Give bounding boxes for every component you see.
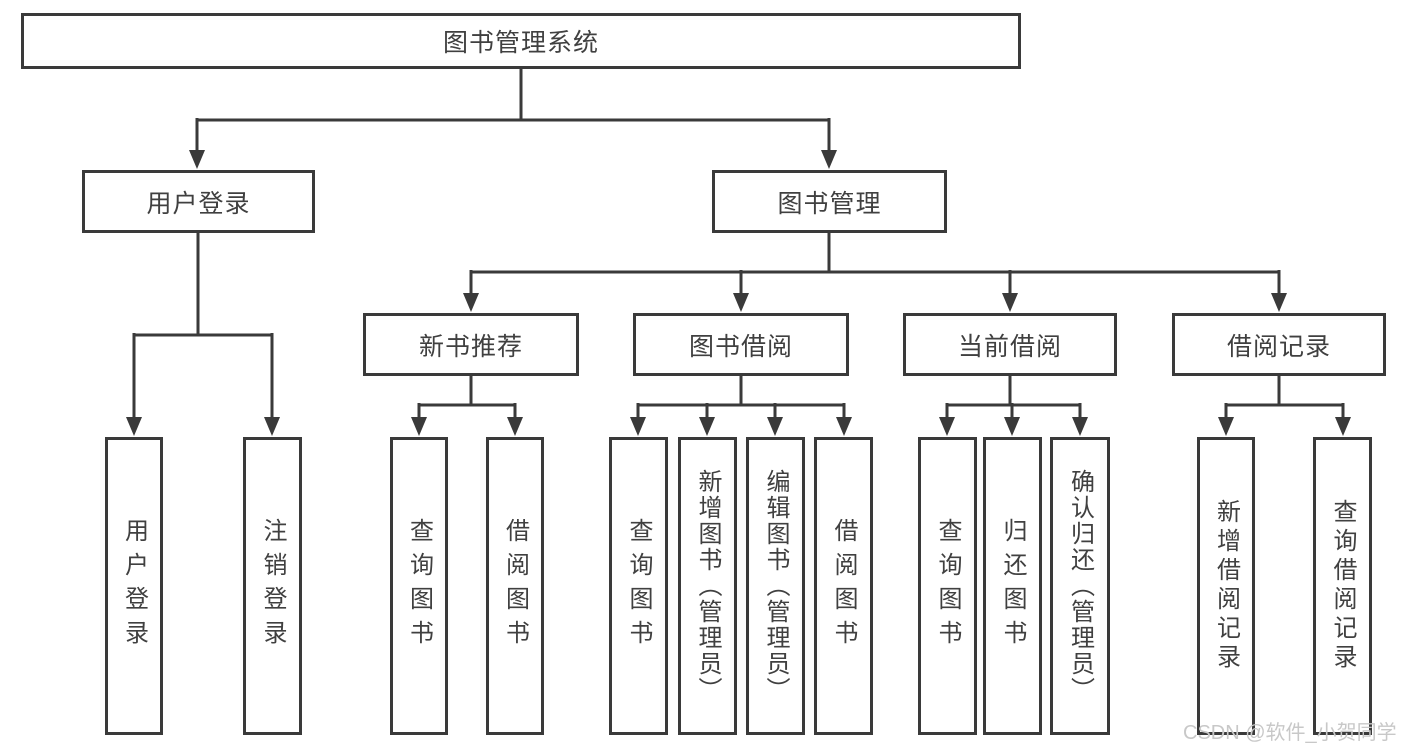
node-label: 新增图书（管理员） [694, 469, 721, 703]
node-book-borrowing: 图书借阅 [633, 313, 849, 376]
leaf-logout: 注销登录 [243, 437, 302, 735]
leaf-return-books: 归还图书 [983, 437, 1042, 735]
node-library-management-system: 图书管理系统 [21, 13, 1021, 69]
node-label: 编辑图书（管理员） [762, 469, 789, 703]
leaf-borrow-books-recommend: 借阅图书 [486, 437, 544, 735]
node-label: 注销登录 [259, 518, 286, 654]
leaf-edit-books-admin: 编辑图书（管理员） [746, 437, 805, 735]
node-new-book-recommendation: 新书推荐 [363, 313, 579, 376]
node-label: 查询图书 [405, 518, 433, 654]
arrowheads [126, 150, 1351, 436]
leaf-borrow-books: 借阅图书 [814, 437, 873, 735]
node-label: 借阅记录 [1226, 332, 1331, 361]
node-label: 借阅图书 [501, 518, 529, 654]
leaf-query-borrow-record: 查询借阅记录 [1313, 437, 1372, 735]
node-label: 图书管理 [777, 189, 882, 218]
node-current-borrowing: 当前借阅 [903, 313, 1117, 376]
leaf-query-books-borrow: 查询图书 [609, 437, 668, 735]
node-label: 当前借阅 [957, 332, 1062, 361]
leaf-query-books-current: 查询图书 [918, 437, 977, 735]
node-label: 用户登录 [146, 189, 251, 218]
node-label: 归还图书 [999, 518, 1026, 654]
node-label: 新书推荐 [418, 332, 523, 361]
node-borrowing-records: 借阅记录 [1172, 313, 1386, 376]
node-label: 查询借阅记录 [1329, 499, 1356, 673]
node-label: 图书管理系统 [442, 29, 599, 57]
node-label: 查询图书 [934, 518, 961, 654]
node-label: 图书借阅 [688, 332, 793, 361]
node-label: 确认归还（管理员） [1066, 469, 1094, 703]
node-label: 新增借阅记录 [1212, 499, 1240, 673]
node-book-management: 图书管理 [712, 170, 947, 233]
node-label: 用户登录 [120, 518, 148, 654]
node-user-login: 用户登录 [82, 170, 315, 233]
leaf-confirm-return-admin: 确认归还（管理员） [1050, 437, 1110, 735]
node-label: 查询图书 [625, 518, 652, 654]
watermark: CSDN @软件_小贺同学 [1183, 722, 1397, 744]
node-label: 借阅图书 [830, 518, 857, 654]
leaf-query-books-recommend: 查询图书 [390, 437, 448, 735]
leaf-add-borrow-record: 新增借阅记录 [1197, 437, 1255, 735]
leaf-add-books-admin: 新增图书（管理员） [678, 437, 737, 735]
leaf-user-login: 用户登录 [105, 437, 163, 735]
